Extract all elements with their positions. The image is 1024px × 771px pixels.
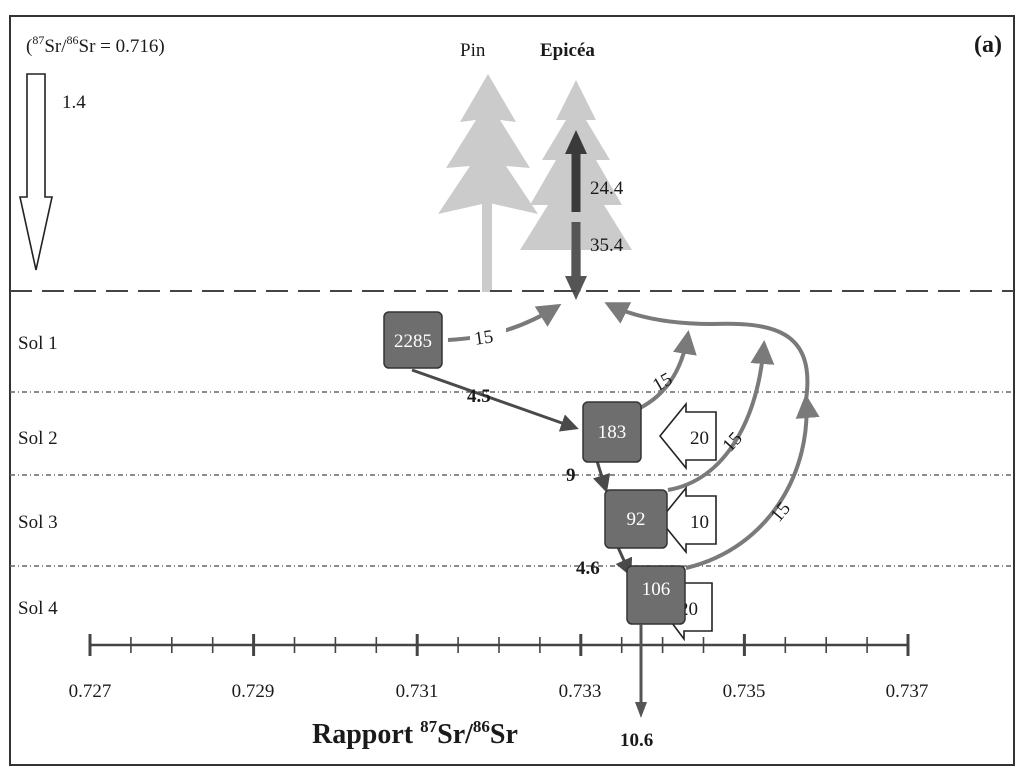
litterfall-value: 35.4: [590, 235, 624, 256]
pool-sol2: 183: [582, 401, 642, 463]
panel-label: (a): [974, 32, 1002, 58]
tick-label-0.735: 0.735: [723, 681, 766, 702]
soil-label-3: Sol 3: [18, 512, 58, 533]
axis-title: Rapport 87Sr/86Sr: [312, 717, 518, 750]
tick-label-0.729: 0.729: [232, 681, 275, 702]
weathering-value-sol3: 10: [690, 512, 709, 533]
uptake-value-sol1: 15: [473, 326, 495, 349]
drainage-arrow-sol2-sol3: [592, 460, 611, 493]
tick-label-0.731: 0.731: [396, 681, 439, 702]
pool-sol4: 106: [626, 565, 686, 625]
drainage-value-2: 9: [566, 465, 576, 486]
ratio-axis: [88, 634, 910, 656]
pool-value-sol3: 92: [627, 509, 646, 530]
pine-tree-icon: [438, 74, 538, 292]
pool-value-sol2: 183: [598, 422, 627, 443]
uptake-arrow-sol2: [639, 330, 697, 410]
soil-label-1: Sol 1: [18, 333, 58, 354]
atmospheric-input-arrow: [19, 73, 53, 271]
atmospheric-ratio-label: (87Sr/86Sr = 0.716): [26, 33, 165, 57]
weathering-arrow-sol2: [658, 401, 717, 471]
uptake-value-sol4: 15: [767, 498, 795, 526]
tree-uptake-value: 24.4: [590, 178, 624, 199]
output-flux-arrowhead: [635, 702, 647, 718]
soil-label-2: Sol 2: [18, 428, 58, 449]
tick-label-0.727: 0.727: [69, 681, 112, 702]
output-flux-value: 10.6: [620, 730, 653, 751]
weathering-value-sol2: 20: [690, 428, 709, 449]
pool-sol1: 2285: [383, 311, 443, 369]
epicea-label: Epicéa: [540, 40, 595, 61]
atmospheric-input-value: 1.4: [62, 92, 86, 113]
tree-uptake-arrowhead: [565, 130, 587, 154]
uptake-arrow-sol3: [667, 340, 775, 492]
tick-label-0.737: 0.737: [886, 681, 929, 702]
uptake-label-bg: [470, 322, 506, 348]
uptake-arrow-sol4: [685, 394, 820, 570]
figure-frame: [9, 15, 1015, 766]
drainage-value-1: 4.5: [467, 386, 491, 407]
uptake-return-arrow: [604, 302, 810, 401]
pool-sol3: 92: [604, 489, 668, 549]
weathering-arrow-sol3: [658, 485, 717, 555]
pool-value-sol4: 106: [642, 579, 671, 600]
pin-label: Pin: [460, 40, 486, 61]
drainage-value-3: 4.6: [576, 558, 600, 579]
tick-label-0.733: 0.733: [559, 681, 602, 702]
pool-value-sol1: 2285: [394, 331, 432, 352]
litterfall-arrowhead: [565, 276, 587, 300]
drainage-arrow-sol1-sol2: [411, 368, 579, 432]
soil-label-4: Sol 4: [18, 598, 58, 619]
